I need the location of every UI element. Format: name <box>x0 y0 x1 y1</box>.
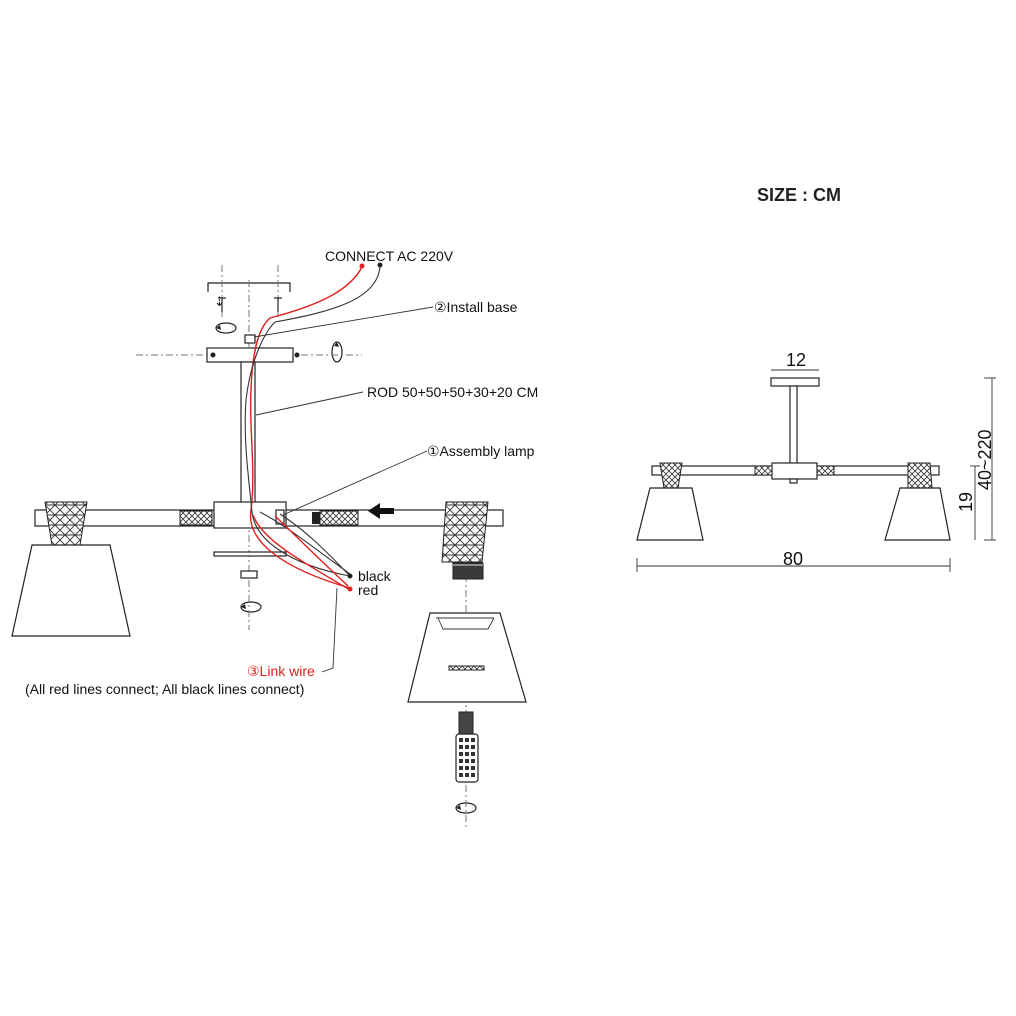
total-width-dim: 80 <box>783 549 803 569</box>
bottom-nut <box>240 570 258 579</box>
rod-leader <box>255 391 364 416</box>
install-base <box>206 347 294 363</box>
black-wire-label: black <box>358 568 392 584</box>
connect-label: CONNECT AC 220V <box>325 248 454 264</box>
assembly-drawing: ⇣ <box>11 248 538 830</box>
dim-rod <box>789 385 798 467</box>
dim-left-holder <box>659 462 683 489</box>
shade-ring <box>448 665 485 671</box>
dim-hub <box>771 462 818 480</box>
socket <box>452 562 484 580</box>
led-bulb <box>455 711 479 783</box>
link-wire-note: (All red lines connect; All black lines … <box>25 681 304 697</box>
dim-left-shade <box>636 487 704 541</box>
base-nut <box>244 334 256 344</box>
rotate-icon <box>215 322 237 334</box>
base-width-dim: 12 <box>786 350 806 370</box>
dim-canopy <box>770 377 820 387</box>
install-base-leader <box>253 306 434 338</box>
shade-height-dim: 19 <box>956 492 976 512</box>
connector <box>312 512 320 524</box>
wires <box>244 262 383 592</box>
dim-right-holder <box>907 462 933 489</box>
dimension-drawing: SIZE : CM 12 80 40~220 19 <box>636 185 996 572</box>
assembly-lamp-leader <box>282 450 428 516</box>
link-wire-label: ③Link wire <box>247 663 315 679</box>
arm-decor <box>179 510 213 526</box>
link-wire-leader <box>321 587 338 673</box>
left-lamp-holder <box>44 501 88 546</box>
rotate-icon <box>240 601 262 613</box>
arm-decor <box>319 510 359 526</box>
rod-label: ROD 50+50+50+30+20 CM <box>367 384 538 400</box>
total-height-dim: 40~220 <box>975 429 995 490</box>
red-wire-label: red <box>358 582 378 598</box>
left-lamp-shade <box>11 544 131 637</box>
size-title: SIZE : CM <box>757 185 841 205</box>
exploded-lamp-shade <box>407 612 527 703</box>
rotate-icon <box>331 341 343 363</box>
arrow-left-icon <box>368 503 394 519</box>
screw-icon: ⇣ <box>214 294 225 309</box>
assembly-lamp-label: ①Assembly lamp <box>427 443 535 459</box>
right-lamp-holder <box>441 501 489 563</box>
dim-right-shade <box>884 487 951 541</box>
install-base-label: ②Install base <box>434 299 518 315</box>
